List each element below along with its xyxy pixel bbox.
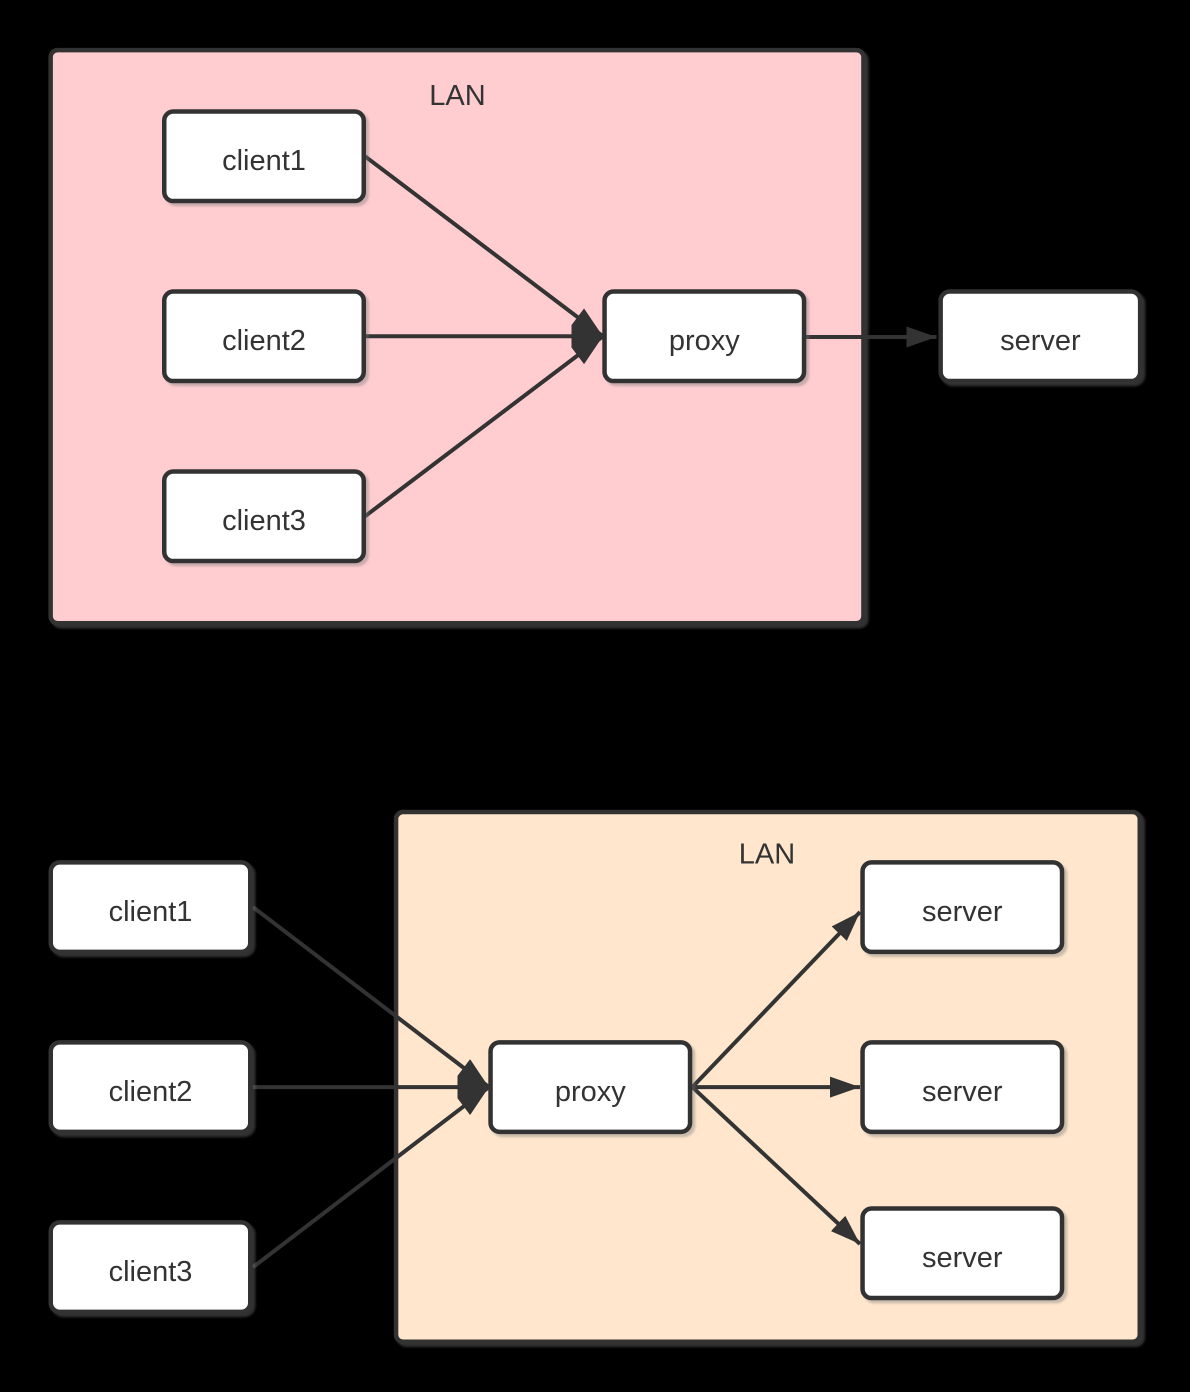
- svg-text:client2: client2: [222, 325, 306, 357]
- svg-text:server: server: [922, 1242, 1003, 1274]
- svg-text:client3: client3: [109, 1256, 193, 1288]
- svg-text:client1: client1: [109, 896, 193, 928]
- svg-text:LAN: LAN: [739, 839, 795, 871]
- svg-text:client3: client3: [222, 505, 306, 537]
- svg-text:server: server: [1000, 325, 1081, 357]
- svg-text:client1: client1: [222, 145, 306, 177]
- svg-text:client2: client2: [109, 1076, 193, 1108]
- svg-text:proxy: proxy: [669, 325, 740, 357]
- svg-text:server: server: [922, 1076, 1003, 1108]
- svg-text:server: server: [922, 896, 1003, 928]
- svg-text:proxy: proxy: [555, 1076, 626, 1108]
- svg-text:LAN: LAN: [429, 80, 485, 112]
